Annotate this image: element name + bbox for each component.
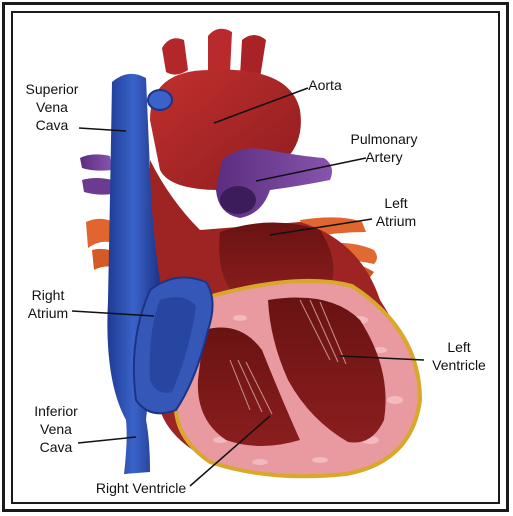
label-right-ventricle: Right Ventricle bbox=[86, 479, 196, 497]
label-left-ventricle: Left Ventricle bbox=[424, 338, 494, 374]
vena-cava-branch bbox=[148, 90, 172, 110]
label-left-atrium: Left Atrium bbox=[368, 194, 424, 230]
label-right-atrium: Right Atrium bbox=[20, 286, 76, 322]
label-pulmonary-artery: Pulmonary Artery bbox=[344, 130, 424, 166]
label-aorta: Aorta bbox=[300, 76, 350, 94]
left-pulmonary-branches bbox=[80, 154, 112, 194]
label-superior-vena-cava: Superior Vena Cava bbox=[20, 80, 84, 134]
label-inferior-vena-cava: Inferior Vena Cava bbox=[24, 402, 88, 456]
pulmonary-artery bbox=[216, 148, 332, 218]
vena-cava bbox=[107, 74, 160, 474]
